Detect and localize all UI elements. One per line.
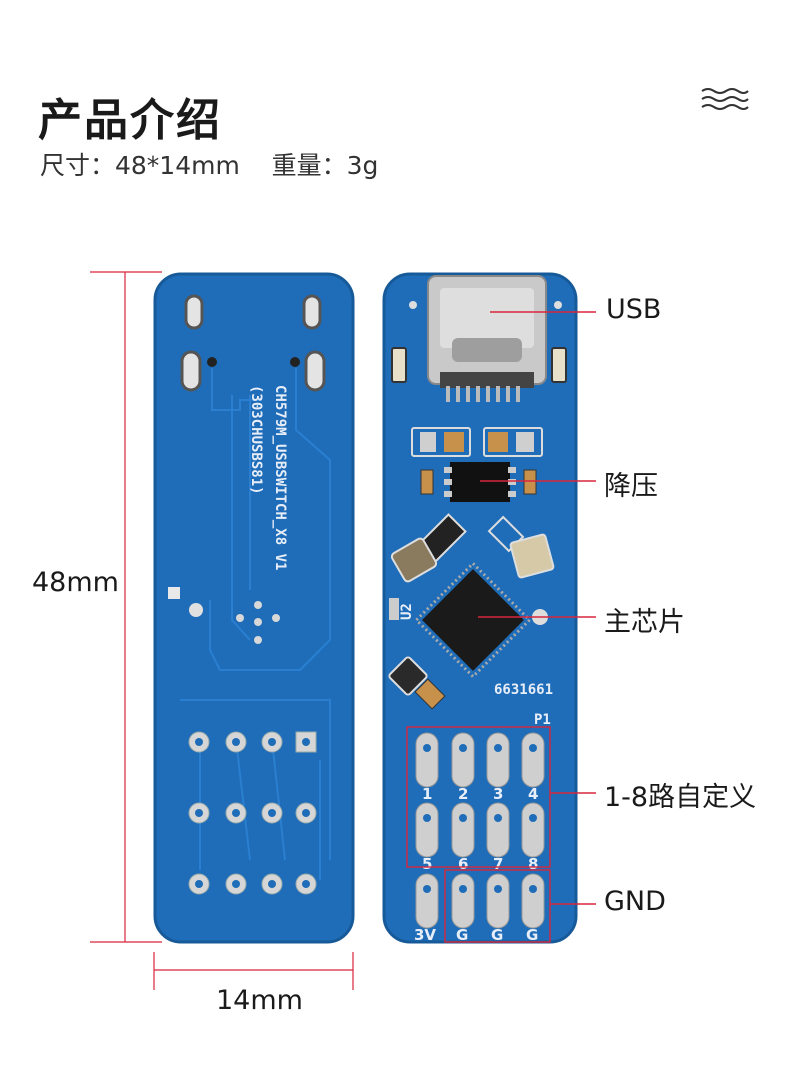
- highlight-box-gnd: [444, 869, 551, 943]
- callout-gnd: GND: [604, 886, 666, 917]
- pin-gnd-2-label: G: [491, 926, 503, 944]
- front-silkscreen-code: 6631661: [494, 682, 553, 698]
- height-dimension-line: [90, 271, 162, 943]
- pin-1-label: 1: [422, 785, 432, 803]
- pin-5-label: 5: [422, 855, 432, 873]
- callout-step-down: 降压: [604, 471, 658, 502]
- back-silkscreen-code: (303CHUSBS81): [248, 385, 264, 495]
- height-dimension-label: 48mm: [32, 567, 119, 598]
- pcb-back: CH579M_USBSWITCH_X8 V1 (303CHUSBS81): [153, 272, 355, 944]
- back-header-pads: [188, 731, 317, 895]
- pcb-front: U2 6631661 P1 1 2 3 4 5 6 7 8: [382, 272, 578, 944]
- pin-2-label: 2: [458, 785, 468, 803]
- width-dimension-label: 14mm: [216, 985, 303, 1016]
- front-silkscreen-u2: U2: [399, 603, 415, 620]
- pin-gnd-3-label: G: [526, 926, 538, 944]
- back-silkscreen-model: CH579M_USBSWITCH_X8 V1: [272, 385, 288, 570]
- header-pins-power: 3V G G G: [414, 873, 545, 944]
- header-label-p1: P1: [534, 712, 551, 728]
- pin-8-label: 8: [528, 855, 538, 873]
- page-title: 产品介绍: [38, 95, 222, 146]
- pin-4-label: 4: [528, 785, 538, 803]
- callout-main-chip: 主芯片: [604, 607, 685, 638]
- pin-7-label: 7: [493, 855, 503, 873]
- header-pins-1-8: 1 2 3 4 5 6 7 8: [415, 732, 545, 873]
- highlight-box-pins: [406, 726, 551, 868]
- pin-6-label: 6: [458, 855, 468, 873]
- step-down-regulator: [411, 427, 543, 502]
- width-dimension-line: [153, 952, 354, 990]
- callout-usb: USB: [606, 294, 662, 325]
- pin-gnd-1-label: G: [456, 926, 468, 944]
- wave-icon: [701, 88, 749, 110]
- usb-c-connector: [427, 275, 547, 402]
- callout-custom-io: 1-8路自定义: [604, 782, 757, 813]
- pin-3-label: 3: [493, 785, 503, 803]
- pin-3v-label: 3V: [414, 926, 436, 944]
- product-specs: 尺寸：48*14mm 重量：3g: [40, 151, 379, 180]
